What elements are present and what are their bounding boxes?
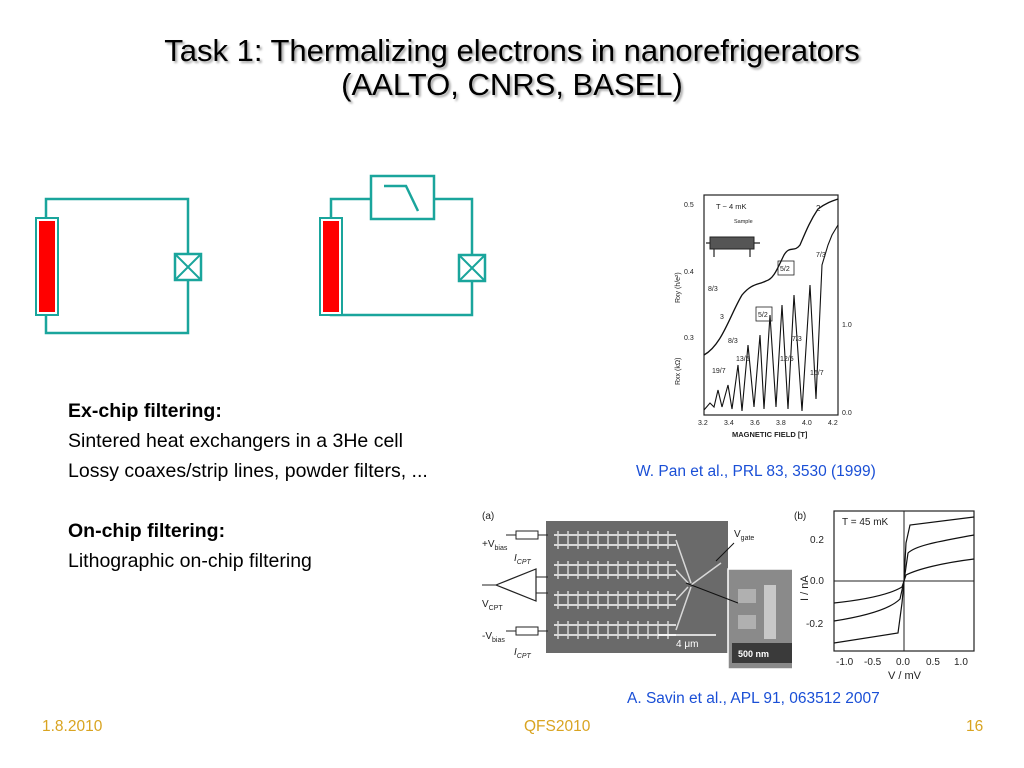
- pan-peak-label: 12/5: [780, 356, 794, 363]
- heater-2: [323, 221, 339, 312]
- pan-xtick: 4.0: [802, 420, 812, 427]
- pan-plot-frame: [703, 194, 839, 416]
- onchip-heading: On-chip filtering:: [68, 520, 226, 542]
- savin-vbias-neg: -Vbias: [482, 631, 505, 644]
- pan-ytick: 0.5: [684, 202, 694, 209]
- pan-plateau-label: 8/3: [708, 286, 718, 293]
- pan-plateau-label: 3: [720, 314, 724, 321]
- savin-iv-xtick: -0.5: [864, 657, 882, 668]
- savin-iv-xtick: 1.0: [954, 657, 968, 668]
- savin-vbias-pos: +Vbias: [482, 539, 508, 552]
- savin-vcpt: VCPT: [482, 599, 503, 612]
- figure-savin-iv: (b) T = 45 mK 0.2 0.0 -0.2 I / nA -1.0 -…: [792, 503, 982, 683]
- circuit-diagram-2: [319, 174, 487, 317]
- pan-ytick: 0.4: [684, 269, 694, 276]
- footer-event: QFS2010: [524, 718, 591, 735]
- savin-iv-ytick: -0.2: [806, 619, 824, 630]
- title-line-2: (AALTO, CNRS, BASEL): [341, 67, 683, 102]
- figure-pan-quantum-hall: 0.5 0.4 0.3 1.0 0.0 Rxy (h/e²) Rxx (kΩ) …: [670, 185, 870, 445]
- pan-xtick: 3.8: [776, 420, 786, 427]
- onchip-item-1: Lithographic on-chip filtering: [68, 550, 312, 572]
- pan-ytick: 0.3: [684, 335, 694, 342]
- savin-iv-temp: T = 45 mK: [842, 517, 889, 528]
- pan-ytick-right: 0.0: [842, 410, 852, 417]
- bullet-list: Ex-chip filtering: Sintered heat exchang…: [68, 396, 428, 576]
- lowpass-icon: [384, 184, 420, 212]
- exchip-item-1: Sintered heat exchangers in a 3He cell: [68, 430, 403, 452]
- pan-ytick-right: 1.0: [842, 322, 852, 329]
- pan-temp-label: T ~ 4 mK: [716, 202, 747, 211]
- savin-filter-lines: [554, 531, 722, 639]
- savin-iv-xlabel: V / mV: [888, 670, 922, 682]
- title-line-1: Task 1: Thermalizing electrons in nanore…: [164, 33, 860, 68]
- pan-plateau-label: 2: [816, 204, 821, 213]
- savin-panel-b: (b): [794, 511, 806, 522]
- pan-xtick: 4.2: [828, 420, 838, 427]
- savin-panel-a: (a): [482, 511, 494, 522]
- savin-icpt-bottom: ICPT: [514, 647, 532, 660]
- pan-ylabel-bottom: Rxx (kΩ): [675, 358, 682, 385]
- pan-xtick: 3.4: [724, 420, 734, 427]
- savin-vgate: Vgate: [734, 529, 754, 542]
- pan-sample-label: Sample: [734, 219, 753, 225]
- pan-ylabel-top: Rxy (h/e²): [675, 272, 682, 303]
- footer-page-number: 16: [966, 718, 984, 735]
- pan-peak-label: 16/7: [810, 370, 824, 377]
- pan-peak-label: 19/7: [712, 368, 726, 375]
- slide-title: Task 1: Thermalizing electrons in nanore…: [0, 34, 1024, 102]
- caption-pan: W. Pan et al., PRL 83, 3530 (1999): [636, 463, 876, 480]
- exchip-heading: Ex-chip filtering:: [68, 400, 222, 422]
- savin-iv-xtick: 0.0: [896, 657, 910, 668]
- savin-scale-500nm: 500 nm: [738, 649, 769, 659]
- footer-date: 1.8.2010: [42, 718, 103, 735]
- junction-1-cross: [174, 253, 202, 281]
- junction-2-cross: [458, 254, 486, 282]
- savin-iv-xtick: -1.0: [836, 657, 854, 668]
- pan-plateau-label: 7/3: [816, 252, 826, 259]
- pan-plateau-label: 5/2: [758, 312, 768, 319]
- heater-1: [39, 221, 55, 312]
- savin-amplifier: [494, 568, 537, 602]
- savin-scale-4um: 4 μm: [676, 639, 698, 650]
- exchip-item-2: Lossy coaxes/strip lines, powder filters…: [68, 460, 428, 482]
- savin-iv-ytick: 0.0: [810, 576, 824, 587]
- savin-iv-curve-3: [833, 516, 975, 644]
- filter-box: [369, 174, 436, 221]
- pan-xtick: 3.6: [750, 420, 760, 427]
- pan-xlabel: MAGNETIC FIELD [T]: [732, 430, 808, 439]
- savin-sem-image: [546, 521, 728, 653]
- bullet-spacer: [68, 486, 428, 516]
- pan-peak-label: 7/3: [792, 336, 802, 343]
- figure-savin-device: (a) 500 nm 4 μm Vgate +Vbias ICPT VCPT -…: [476, 503, 806, 673]
- circuit-diagram-1: [35, 197, 203, 335]
- pan-peak-label: 8/3: [728, 338, 738, 345]
- savin-iv-ytick: 0.2: [810, 535, 824, 546]
- pan-plateau-label: 5/2: [780, 266, 790, 273]
- circuit-1-loop: [44, 197, 190, 335]
- pan-peak-label: 13/5: [736, 356, 750, 363]
- caption-savin: A. Savin et al., APL 91, 063512 2007: [627, 690, 880, 707]
- savin-iv-xtick: 0.5: [926, 657, 940, 668]
- savin-iv-ylabel: I / nA: [799, 575, 811, 601]
- savin-icpt-top: ICPT: [514, 553, 532, 566]
- pan-rxy-curve: [703, 198, 839, 356]
- pan-rxx-curve: [703, 224, 839, 412]
- pan-xtick: 3.2: [698, 420, 708, 427]
- pan-sample-icon: [709, 236, 755, 250]
